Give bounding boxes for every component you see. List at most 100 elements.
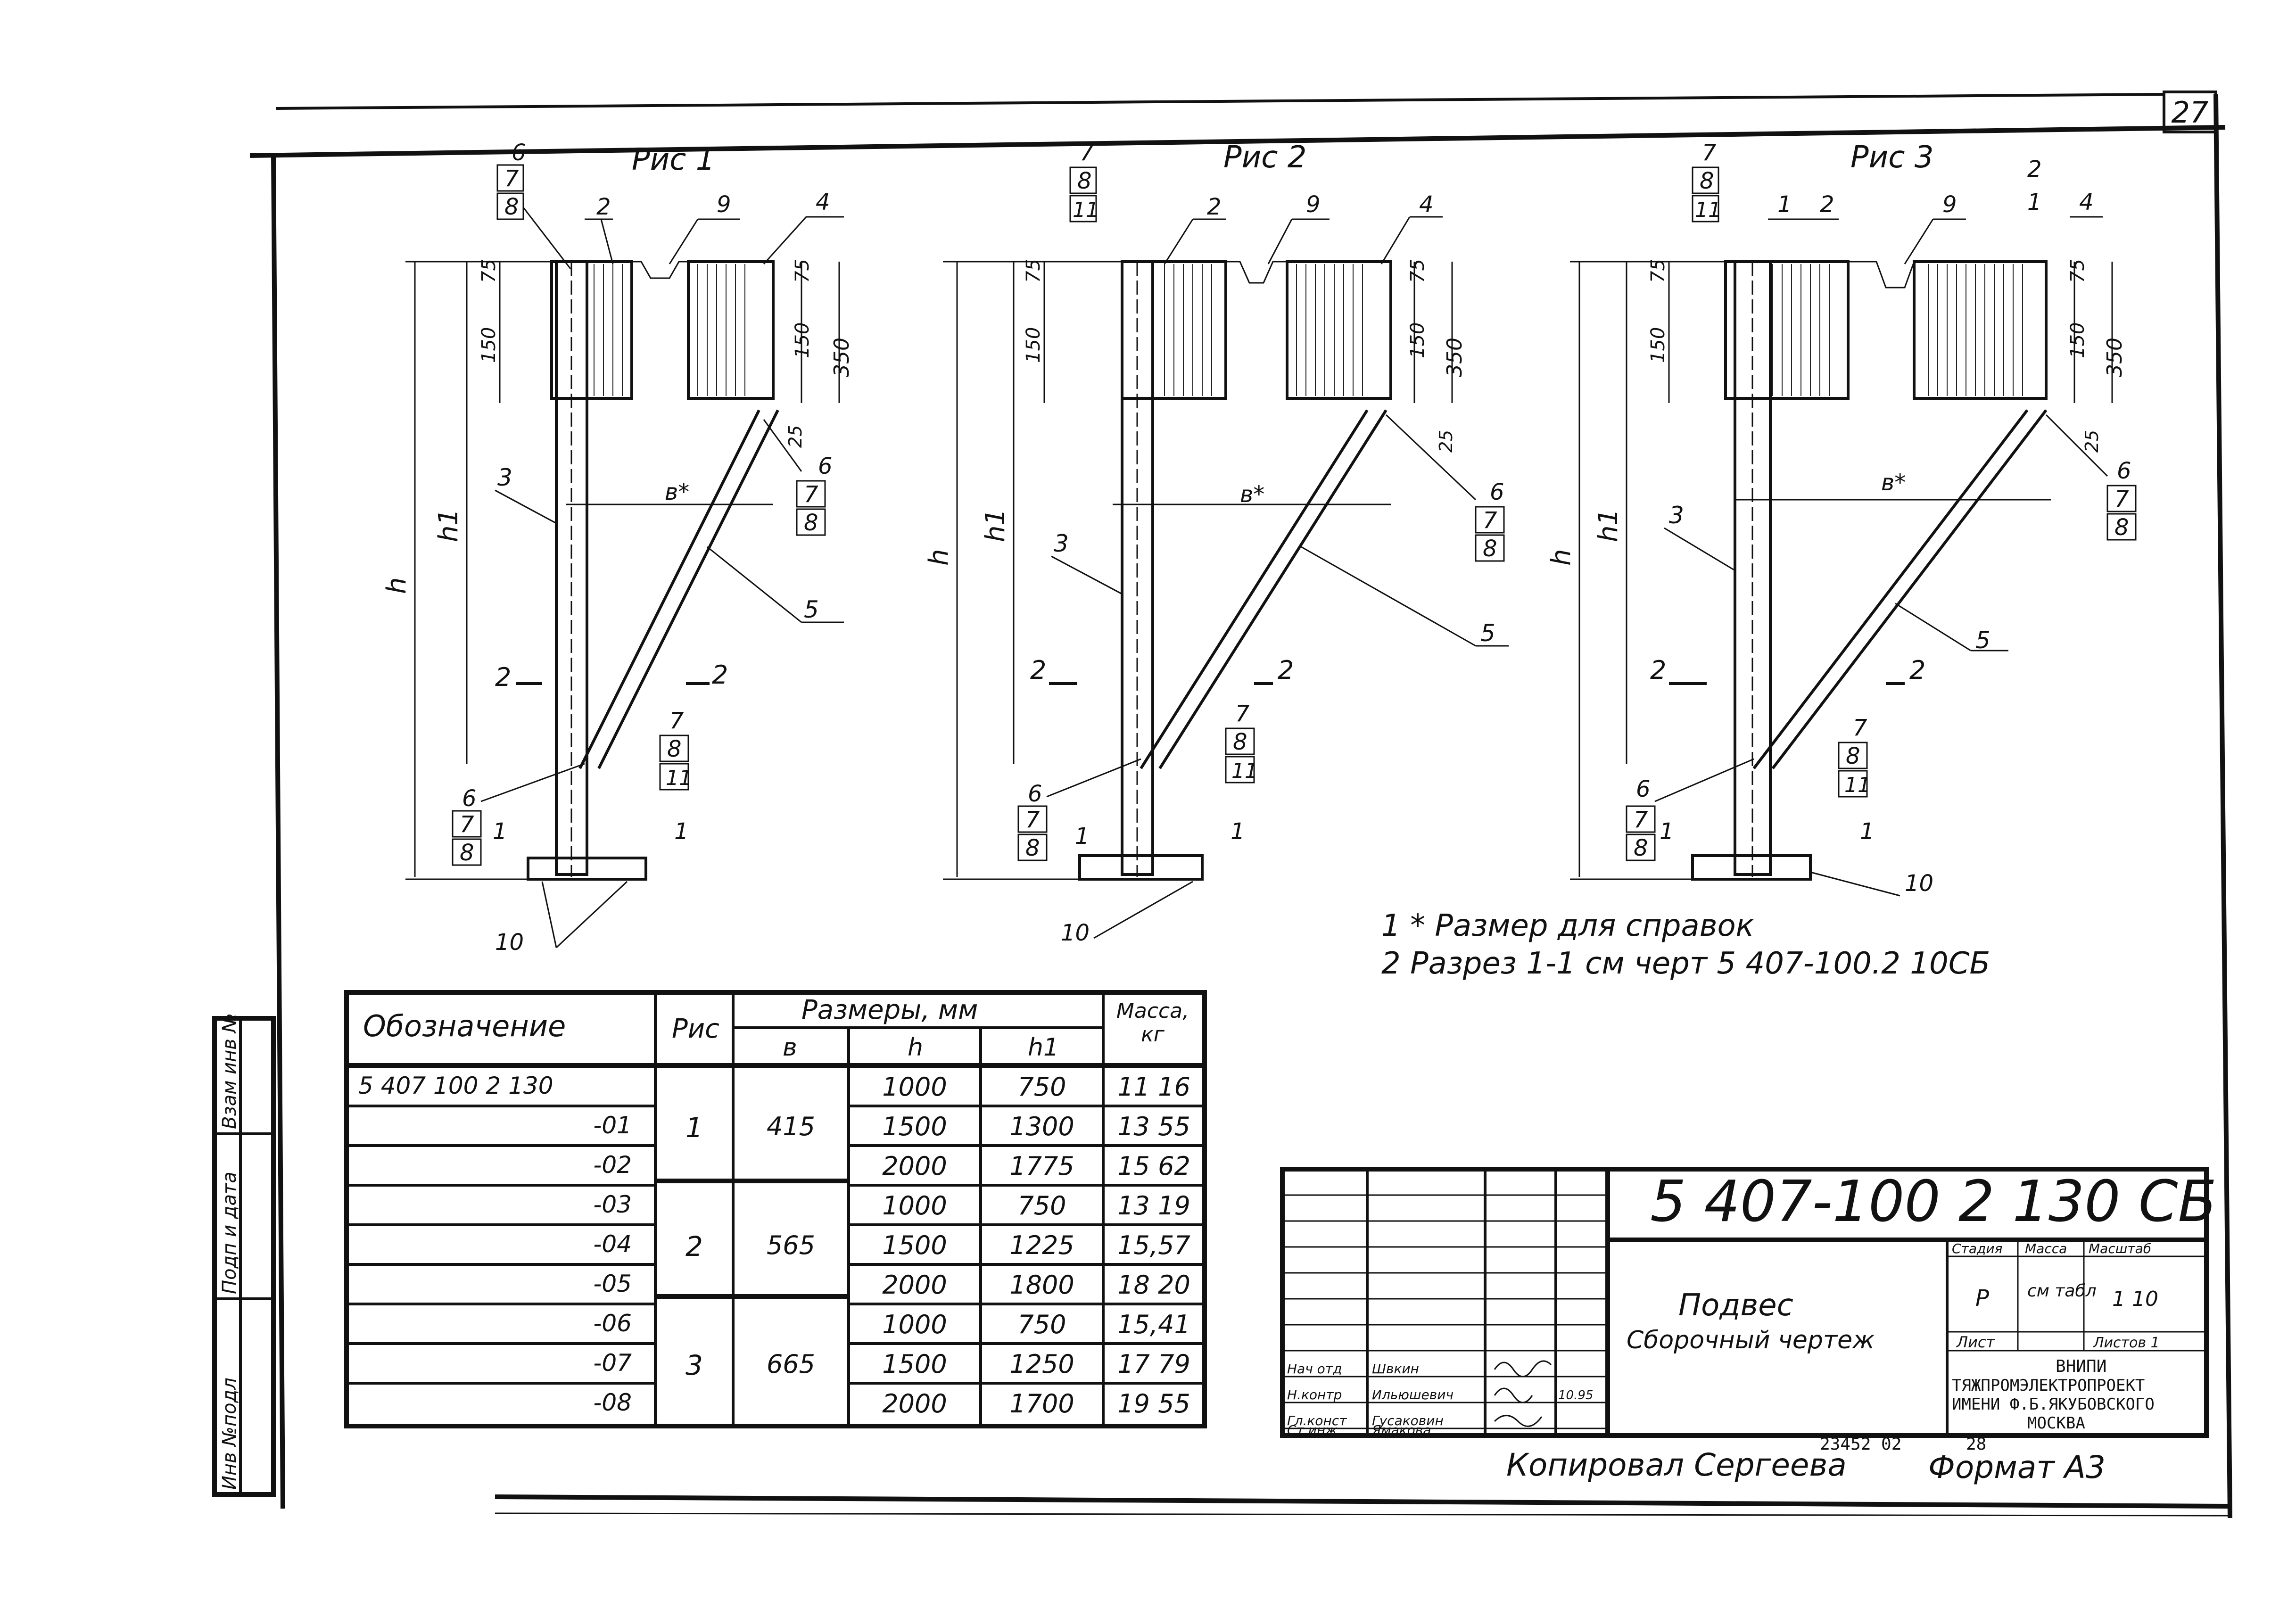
svg-text:11: 11 — [666, 766, 692, 790]
svg-text:8: 8 — [1233, 729, 1247, 755]
svg-text:7: 7 — [1235, 701, 1250, 727]
mass-value: см табл — [2027, 1281, 2097, 1301]
role-3: Гл.конст — [1287, 1413, 1347, 1428]
svg-text:в*: в* — [1881, 470, 1906, 496]
fig1-tag-6: 6 — [512, 140, 526, 166]
note-1: 1 * Размер для справок — [1381, 908, 1754, 943]
th-mass: Масса, кг — [1116, 999, 1189, 1047]
cell-mass: 11 16 — [1117, 1072, 1190, 1102]
svg-text:1: 1 — [493, 818, 507, 845]
svg-text:75: 75 — [1647, 259, 1669, 283]
cell-mass: 13 19 — [1117, 1191, 1190, 1221]
svg-text:350: 350 — [830, 338, 854, 377]
svg-text:h1: h1 — [980, 509, 1011, 542]
svg-text:6: 6 — [2117, 458, 2131, 484]
svg-text:1: 1 — [1860, 818, 1875, 845]
sheets-label: Листов 1 — [2093, 1335, 2160, 1351]
svg-text:150: 150 — [478, 327, 500, 363]
svg-text:1: 1 — [674, 818, 689, 845]
svg-text:2: 2 — [712, 660, 728, 690]
scale-value: 1 10 — [2112, 1287, 2158, 1311]
figure-1-title: Рис 1 — [632, 142, 715, 177]
sheet-number-box — [2163, 91, 2217, 133]
svg-text:25: 25 — [2081, 430, 2102, 453]
signature-2 — [1494, 1387, 1533, 1403]
svg-text:1: 1 — [1660, 818, 1674, 845]
fig2-tag-7: 7 — [1080, 140, 1094, 166]
svg-text:350: 350 — [1443, 338, 1467, 377]
role-4: Ст.инж — [1287, 1422, 1338, 1438]
svg-text:75: 75 — [1407, 259, 1429, 283]
cell-designation: -07 — [593, 1349, 632, 1377]
cell-mass: 15 62 — [1117, 1151, 1190, 1181]
cell-designation: -06 — [593, 1310, 632, 1337]
svg-text:75: 75 — [2067, 259, 2089, 283]
cell-h1: 1775 — [1009, 1151, 1074, 1181]
figure-1: Рис 1 6 7 8 2 9 4 75 150 75 150 350 25 — [381, 140, 854, 956]
svg-text:25: 25 — [785, 425, 806, 448]
svg-text:7: 7 — [1483, 507, 1497, 534]
svg-text:h1: h1 — [433, 509, 464, 542]
frame-top-line — [275, 93, 2164, 110]
cell-h: 2000 — [882, 1270, 947, 1300]
frame-right — [2213, 94, 2232, 1518]
svg-text:1: 1 — [1231, 818, 1245, 845]
svg-text:7: 7 — [669, 708, 684, 734]
title-block: 5 407-100 2 130 СБ Подвес Сборочный черт… — [1280, 1167, 2217, 1438]
signature-3 — [1494, 1415, 1543, 1427]
frame-bottom-thin — [495, 1512, 2230, 1517]
svg-text:в*: в* — [1240, 481, 1264, 508]
th-dims: Размеры, мм — [801, 995, 978, 1025]
cell-h1: 1800 — [1009, 1270, 1074, 1300]
th-designation: Обозначение — [363, 1009, 566, 1043]
cell-h1: 1250 — [1009, 1349, 1074, 1379]
cell-designation: -01 — [593, 1112, 632, 1139]
svg-text:2: 2 — [495, 662, 511, 692]
role-2-date: 10.95 — [1558, 1388, 1593, 1403]
cell-h1: 1700 — [1009, 1389, 1074, 1419]
cell-mass: 15,57 — [1117, 1230, 1190, 1260]
svg-text:8: 8 — [460, 840, 474, 866]
cell-designation: -05 — [593, 1270, 632, 1297]
svg-text:6: 6 — [1490, 479, 1504, 505]
svg-text:8: 8 — [2114, 514, 2129, 541]
note-2: 2 Разрез 1-1 см черт 5 407-100.2 10СБ — [1381, 946, 1990, 981]
cell-mass: 18 20 — [1117, 1270, 1190, 1300]
svg-text:9: 9 — [717, 191, 731, 218]
cell-h: 1500 — [882, 1112, 947, 1141]
role-3-name: Гусаковин — [1372, 1413, 1444, 1428]
org-line-1: ВНИПИ — [2056, 1357, 2106, 1376]
cell-designation: -02 — [593, 1151, 632, 1179]
cell-h1: 750 — [1017, 1072, 1066, 1102]
cell-designation: -04 — [593, 1230, 632, 1258]
svg-text:6: 6 — [462, 785, 477, 812]
cell-h: 1000 — [882, 1191, 947, 1221]
cell-mass: 13 55 — [1117, 1112, 1190, 1141]
svg-text:h: h — [924, 549, 954, 566]
svg-text:4: 4 — [2079, 189, 2094, 215]
svg-text:в*: в* — [665, 479, 689, 505]
svg-text:11: 11 — [1231, 759, 1258, 783]
frame-bottom — [495, 1494, 2230, 1509]
cell-designation: -08 — [593, 1389, 632, 1416]
svg-text:350: 350 — [2103, 338, 2127, 377]
frame-inner-top — [249, 125, 2226, 158]
fig3-tag-7: 7 — [1702, 140, 1717, 166]
cell-designation: -03 — [593, 1191, 632, 1218]
cell-h: 1500 — [882, 1230, 947, 1260]
svg-text:9: 9 — [1306, 191, 1321, 218]
svg-text:8: 8 — [1025, 835, 1040, 861]
cell-b: 665 — [766, 1349, 816, 1379]
svg-text:1: 1 — [2027, 189, 2042, 215]
svg-text:8: 8 — [1483, 536, 1497, 562]
svg-text:10: 10 — [1905, 870, 1933, 897]
cell-designation: 5 407 100 2 130 — [358, 1072, 553, 1099]
svg-text:5: 5 — [804, 596, 819, 623]
cell-h1: 750 — [1017, 1191, 1066, 1221]
svg-text:8: 8 — [667, 736, 682, 762]
org-line-2: ТЯЖПРОМЭЛЕКТРОПРОЕКТ — [1952, 1376, 2145, 1395]
cell-b: 415 — [766, 1112, 816, 1141]
th-fig: Рис — [672, 1014, 719, 1044]
svg-text:7: 7 — [804, 481, 818, 508]
